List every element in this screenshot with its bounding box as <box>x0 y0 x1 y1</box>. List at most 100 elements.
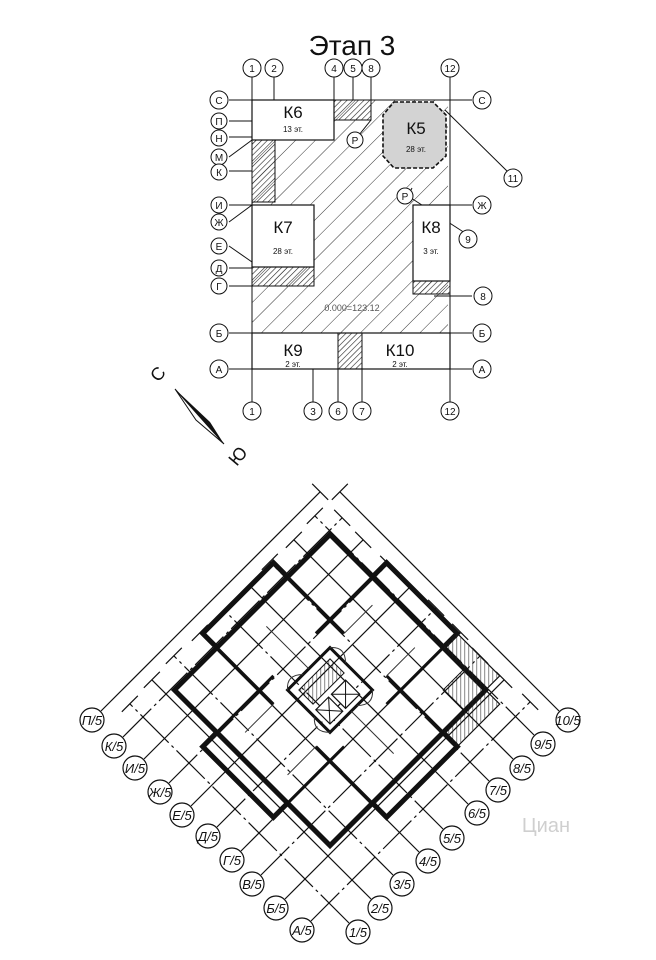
callout-label: 11 <box>508 174 519 185</box>
compass: С Ю <box>146 363 251 470</box>
bottom-axis-bubbles: 1 3 6 7 12 <box>242 401 460 421</box>
axis-bubble-label: 4/5 <box>419 854 438 869</box>
axis-bubble <box>530 731 556 757</box>
axis-bubble-label: 3/5 <box>393 877 412 892</box>
axis-bubble-label: К <box>216 168 222 179</box>
axis-bubble-label: С <box>215 96 222 107</box>
axis-bubble-label: Г <box>216 282 222 293</box>
axis-bubble <box>345 919 371 945</box>
axis-bubble-label: 9/5 <box>534 737 553 752</box>
right-axis-bubbles: С Ж Б А <box>472 90 492 379</box>
axis-bubble <box>219 847 245 873</box>
axis-bubble-label: 3 <box>310 407 316 418</box>
compass-south-label: Ю <box>224 443 251 470</box>
axis-bubble-label: 1/5 <box>349 925 368 940</box>
axis-bubble-label: 1 <box>249 64 255 75</box>
floor-plan-right-axis-bubbles: 10/59/58/5 7/56/5 5/5 4/5 3/52/51/5 <box>345 707 581 945</box>
building-k9-name: К9 <box>283 341 302 360</box>
axis-bubble-label: Е/5 <box>172 808 192 823</box>
axis-bubble <box>555 707 581 733</box>
building-k5-name: К5 <box>406 119 425 138</box>
axis-bubble <box>367 895 393 921</box>
callout-label: Р <box>402 192 409 203</box>
axis-bubble-label: М <box>215 153 223 164</box>
axis-bubble <box>485 777 511 803</box>
axis-bubble <box>239 871 265 897</box>
watermark: Циан <box>522 815 570 837</box>
axis-bubble-label: Ж/5 <box>148 785 173 800</box>
axis-bubble-label: 8/5 <box>513 761 532 776</box>
axis-bubble-label: А <box>479 365 486 376</box>
building-k10-floors: 2 эт. <box>392 360 408 369</box>
axis-bubble-label: Н <box>215 134 222 145</box>
axis-bubble-label: 6/5 <box>468 806 487 821</box>
top-axis-bubbles: 1 2 4 5 8 12 <box>242 58 460 78</box>
axis-bubble-label: 2 <box>271 64 277 75</box>
axis-bubble-label: Е <box>216 242 223 253</box>
axis-bubble-label: 12 <box>444 407 456 418</box>
axis-bubble-label: П/5 <box>82 713 103 728</box>
axis-bubble-label: С <box>478 96 485 107</box>
axis-bubble <box>263 895 289 921</box>
axis-bubble <box>415 848 441 874</box>
axis-bubble-label: 4 <box>331 64 337 75</box>
axis-bubble <box>169 802 195 828</box>
axis-bubble-label: К/5 <box>105 739 124 754</box>
axis-bubble-label: 8 <box>368 64 374 75</box>
compass-north-label: С <box>146 363 170 386</box>
axis-bubble <box>289 917 315 943</box>
elevation-label: 0.000=123.12 <box>324 303 379 313</box>
axis-bubble-label: Г/5 <box>223 853 242 868</box>
left-axis-bubbles: С П Н М К И Ж Е Д Г Б А <box>209 90 229 379</box>
callout-bubbles: Р Р 11 9 8 <box>346 131 523 306</box>
building-k5-floors: 28 эт. <box>406 145 426 154</box>
axis-bubble-label: П <box>215 117 222 128</box>
axis-bubble-label: И <box>215 201 222 212</box>
building-k6-floors: 13 эт. <box>283 125 303 134</box>
axis-bubble-label: Ж <box>477 201 487 212</box>
axis-bubble <box>464 800 490 826</box>
axis-bubble-label: Д/5 <box>196 829 219 844</box>
axis-bubble-label: 7/5 <box>489 783 508 798</box>
page-title: Этап 3 <box>309 30 396 61</box>
callout-label: Р <box>352 136 359 147</box>
axis-bubble <box>439 825 465 851</box>
callout-label: 8 <box>480 292 486 303</box>
axis-bubble <box>389 871 415 897</box>
axis-bubble-label: 1 <box>249 407 255 418</box>
axis-bubble-label: 10/5 <box>555 713 581 728</box>
axis-bubble-label: И/5 <box>125 761 146 776</box>
building-k9-floors: 2 эт. <box>285 360 301 369</box>
axis-bubble-label: Д <box>216 264 223 275</box>
building-k7-name: К7 <box>273 218 292 237</box>
floor-plan-body <box>170 530 501 850</box>
axis-bubble <box>79 707 105 733</box>
building-k8-floors: 3 эт. <box>423 247 439 256</box>
axis-bubble-label: 5/5 <box>443 831 462 846</box>
building-k8-name: К8 <box>421 218 440 237</box>
axis-bubble-label: Ж <box>214 218 224 229</box>
axis-bubble <box>147 779 173 805</box>
axis-bubble-label: 5 <box>350 64 356 75</box>
axis-bubble-label: 12 <box>444 64 456 75</box>
axis-bubble-label: А <box>216 365 223 376</box>
floor-plan-left-axis-bubbles: П/5К/5И/5Ж/5Е/5Д/5Г/5В/5Б/5А/5 <box>79 707 315 943</box>
floor-plan: П/5К/5И/5Ж/5Е/5Д/5Г/5В/5Б/5А/5 10/59/58/… <box>79 483 581 945</box>
building-k10-name: К10 <box>386 341 415 360</box>
building-k7-floors: 28 эт. <box>273 247 293 256</box>
axis-bubble-label: Б <box>216 329 223 340</box>
building-k6-name: К6 <box>283 103 302 122</box>
axis-bubble-label: 2/5 <box>370 901 390 916</box>
callout-label: 9 <box>465 235 471 246</box>
axis-bubble-label: А/5 <box>291 923 312 938</box>
axis-bubble-label: Б/5 <box>266 901 286 916</box>
axis-bubble-label: Б <box>479 329 486 340</box>
axis-bubble-label: 6 <box>335 407 341 418</box>
axis-bubble-label: 7 <box>359 407 365 418</box>
axis-bubble <box>509 755 535 781</box>
axis-bubble <box>195 823 221 849</box>
axis-bubble <box>122 755 148 781</box>
axis-bubble-label: В/5 <box>242 877 262 892</box>
site-plan: К6 13 эт. К5 28 эт. К7 28 эт. К8 3 эт. К… <box>209 58 523 421</box>
